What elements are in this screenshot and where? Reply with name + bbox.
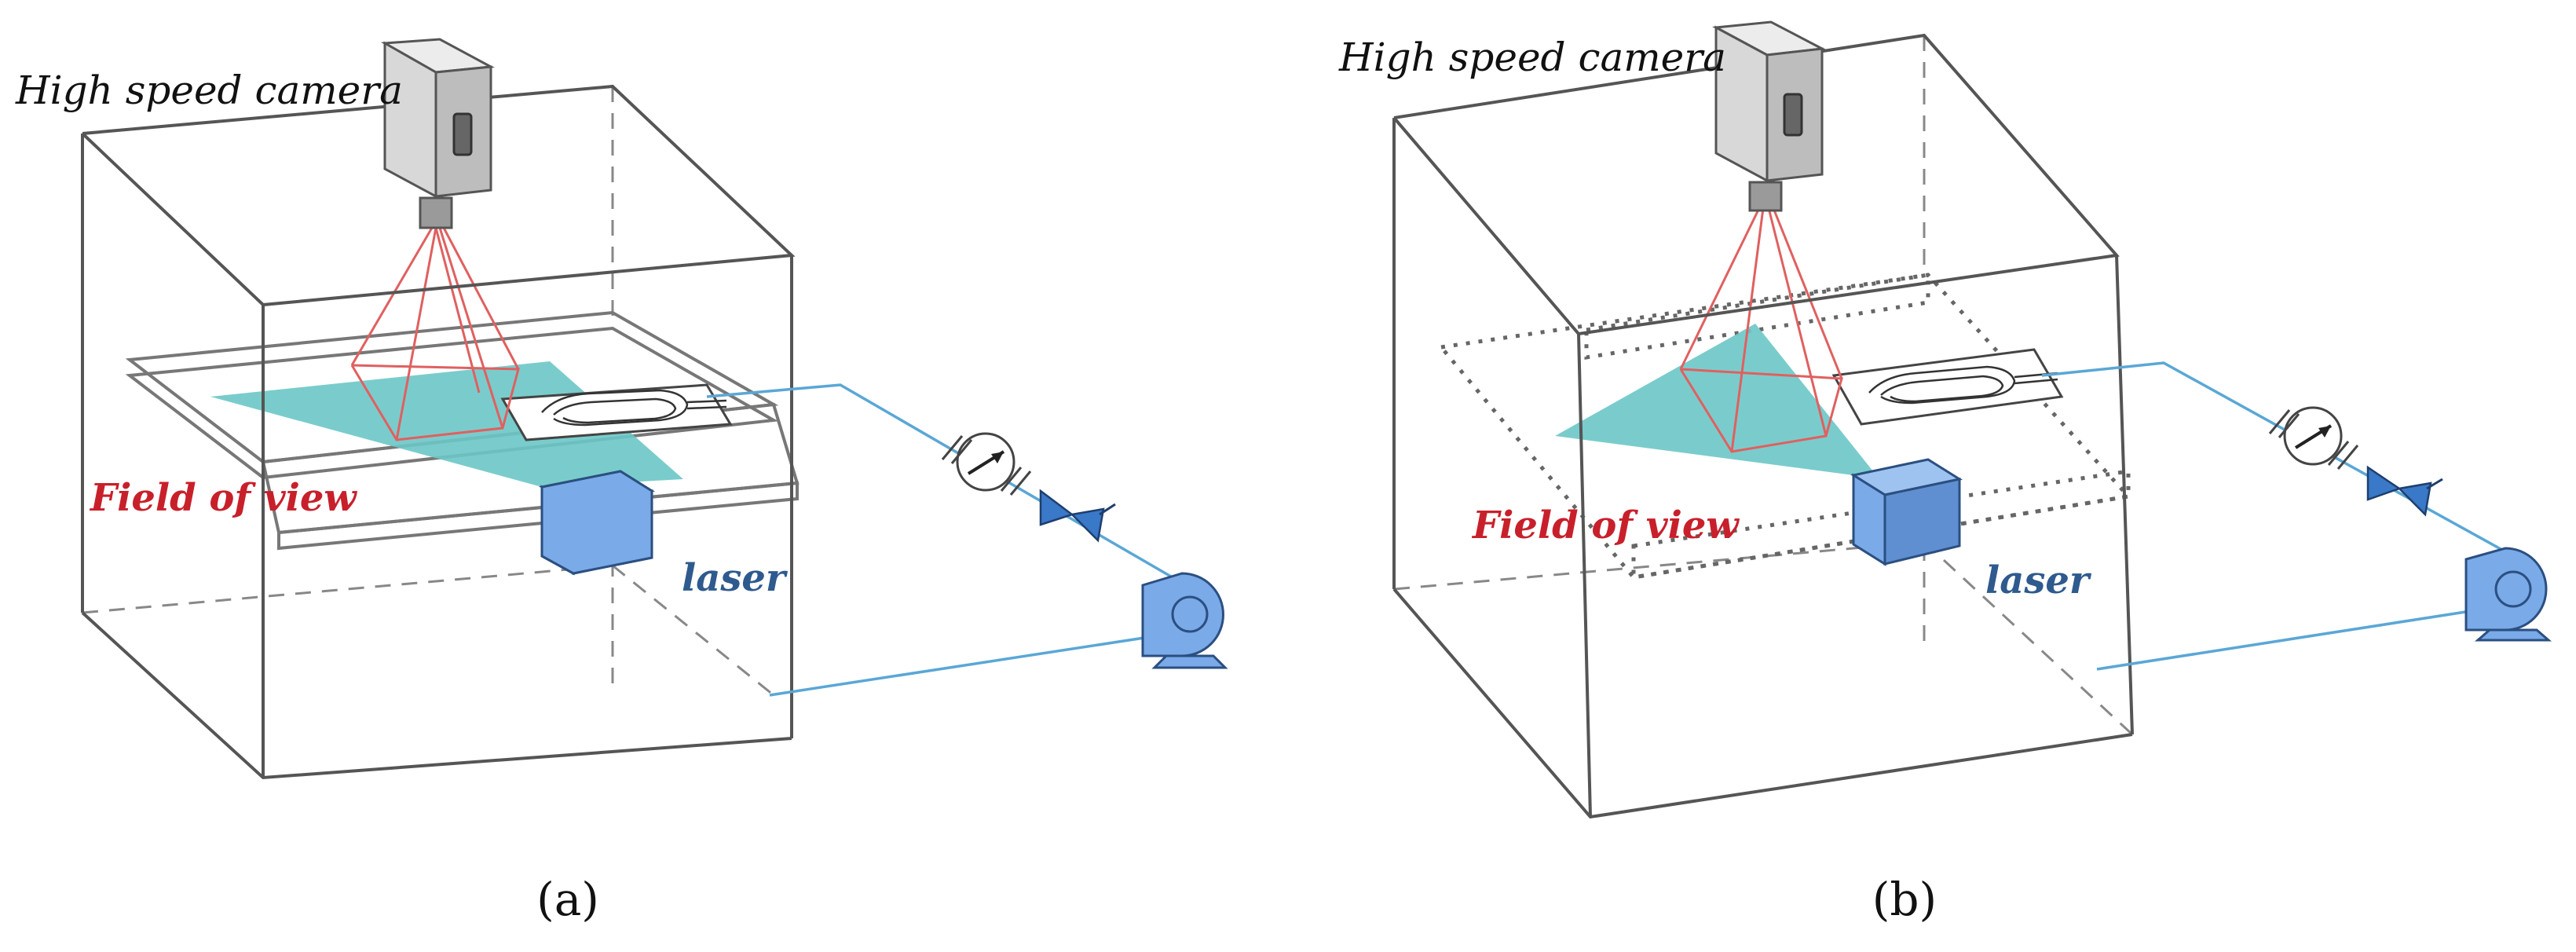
panel-b: High speed camera Field of view laser (b…	[1338, 20, 2552, 926]
valve-icon	[2366, 465, 2443, 517]
pump-icon	[1141, 572, 1228, 669]
laser-icon	[539, 470, 655, 576]
microchannel-chip	[500, 383, 733, 441]
panel-caption: (a)	[536, 873, 599, 926]
flow-loop-pipe	[2041, 361, 2510, 671]
laser-icon	[1850, 458, 1963, 566]
tank-hidden-edges	[1393, 35, 2134, 736]
camera-label: High speed camera	[1338, 35, 1726, 80]
light-sheet	[1555, 324, 1873, 475]
camera-icon	[380, 38, 496, 229]
laser-label: laser	[1985, 558, 2092, 602]
camera-label: High speed camera	[15, 68, 403, 113]
plate-frame	[1437, 273, 2132, 580]
panel-a: High speed camera Field of view laser (a…	[15, 38, 1228, 926]
light-sheet	[210, 361, 683, 487]
flow-loop-pipe	[706, 383, 1187, 697]
laser-label: laser	[682, 556, 789, 600]
flowmeter-icon	[2268, 406, 2359, 470]
field-of-view-label: Field of view	[1471, 503, 1740, 547]
pump-icon	[2464, 547, 2552, 642]
tank-hidden-edges	[82, 86, 774, 697]
flowmeter-icon	[941, 432, 1032, 496]
camera-field-of-view-rays	[350, 227, 520, 441]
camera-icon	[1711, 20, 1827, 212]
valve-icon	[1039, 489, 1116, 543]
microchannel-chip	[1831, 348, 2064, 426]
camera-field-of-view-rays	[1679, 207, 1843, 453]
panel-caption: (b)	[1872, 873, 1937, 926]
field-of-view-label: Field of view	[89, 476, 357, 520]
